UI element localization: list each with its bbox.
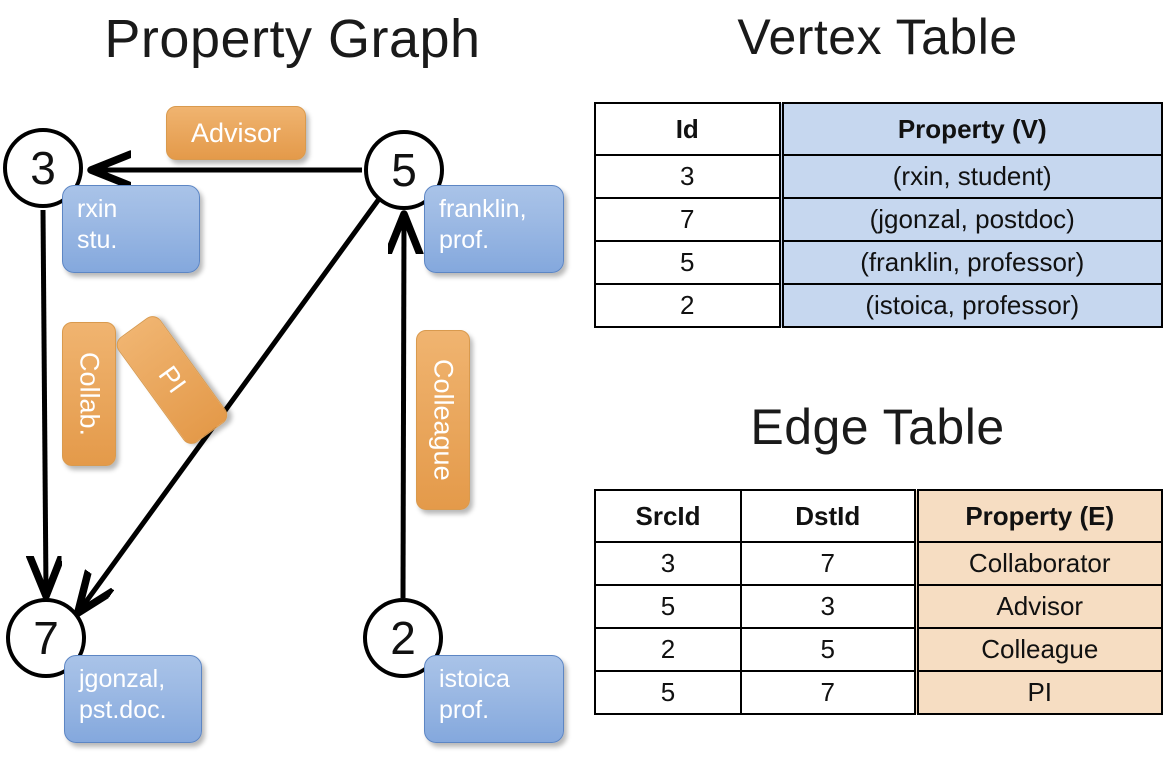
- node-property-line-2: prof.: [439, 695, 490, 724]
- table-row: 5 3 Advisor: [594, 584, 1163, 629]
- cell-id: 7: [594, 197, 782, 242]
- graph-node-7[interactable]: 7: [6, 598, 86, 678]
- node-property-line-2: stu.: [77, 225, 118, 254]
- cell-property: Colleague: [913, 627, 1163, 672]
- column-header-property-e: Property (E): [913, 489, 1163, 543]
- cell-dstid: 5: [740, 627, 917, 672]
- cell-id: 2: [594, 283, 782, 328]
- cell-dstid: 7: [740, 670, 917, 715]
- column-header-dstid: DstId: [740, 489, 917, 543]
- table-row: 7 (jgonzal, postdoc): [594, 197, 1163, 242]
- property-graph-canvas: 3 5 7 2 rxin stu. franklin, prof. jgonza…: [0, 0, 585, 760]
- cell-dstid: 7: [740, 541, 917, 586]
- edge-label-text: Collab.: [74, 351, 105, 437]
- node-property-box-franklin: franklin, prof.: [424, 185, 564, 273]
- cell-property: (rxin, student): [778, 154, 1163, 199]
- edge-label-text: Advisor: [190, 117, 282, 148]
- cell-property: Advisor: [913, 584, 1163, 629]
- table-row: 3 (rxin, student): [594, 154, 1163, 199]
- node-property-line-2: pst.doc.: [79, 695, 167, 724]
- cell-srcid: 5: [594, 584, 742, 629]
- column-header-property-v: Property (V): [778, 102, 1163, 156]
- node-property-box-istoica: istoica prof.: [424, 655, 564, 743]
- edge-label-colleague: Colleague: [416, 330, 470, 510]
- node-property-box-rxin: rxin stu.: [62, 185, 200, 273]
- table-row: 2 5 Colleague: [594, 627, 1163, 672]
- edge-5-to-7: [80, 197, 382, 610]
- cell-property: (franklin, professor): [778, 240, 1163, 285]
- cell-srcid: 2: [594, 627, 742, 672]
- vertex-table: Id Property (V) 3 (rxin, student) 7 (jgo…: [594, 102, 1163, 328]
- node-property-box-jgonzal: jgonzal, pst.doc.: [64, 655, 202, 743]
- edge-label-text: Colleague: [428, 359, 459, 481]
- edge-2-to-5: [403, 218, 404, 599]
- column-header-id: Id: [594, 102, 782, 156]
- node-property-line-1: jgonzal,: [79, 665, 166, 693]
- table-header-row: SrcId DstId Property (E): [594, 489, 1163, 543]
- cell-property: PI: [913, 670, 1163, 715]
- table-row: 2 (istoica, professor): [594, 283, 1163, 328]
- page-title-edge-table: Edge Table: [750, 399, 1005, 455]
- graph-node-3[interactable]: 3: [3, 128, 83, 208]
- node-property-line-1: rxin: [77, 195, 118, 223]
- page-title-property-graph: Property Graph: [104, 9, 481, 69]
- edge-3-to-7: [43, 209, 46, 592]
- cell-id: 3: [594, 154, 782, 199]
- cell-srcid: 5: [594, 670, 742, 715]
- edge-table: SrcId DstId Property (E) 3 7 Collaborato…: [594, 489, 1163, 715]
- cell-property: (jgonzal, postdoc): [778, 197, 1163, 242]
- cell-dstid: 3: [740, 584, 917, 629]
- graph-node-2[interactable]: 2: [363, 598, 443, 678]
- table-row: 5 7 PI: [594, 670, 1163, 715]
- column-header-srcid: SrcId: [594, 489, 742, 543]
- node-property-line-1: istoica: [439, 665, 510, 693]
- page-title-vertex-table: Vertex Table: [737, 9, 1018, 65]
- cell-srcid: 3: [594, 541, 742, 586]
- table-header-row: Id Property (V): [594, 102, 1163, 156]
- cell-id: 5: [594, 240, 782, 285]
- node-property-line-2: prof.: [439, 225, 490, 254]
- edge-label-advisor: Advisor: [166, 106, 306, 160]
- graph-node-5[interactable]: 5: [364, 130, 444, 210]
- edge-label-collab: Collab.: [62, 322, 116, 466]
- edge-label-text: PI: [152, 360, 193, 399]
- cell-property: Collaborator: [913, 541, 1163, 586]
- graph-edges-svg: [0, 0, 585, 760]
- table-row: 3 7 Collaborator: [594, 541, 1163, 586]
- cell-property: (istoica, professor): [778, 283, 1163, 328]
- node-property-line-1: franklin,: [439, 195, 527, 223]
- table-row: 5 (franklin, professor): [594, 240, 1163, 285]
